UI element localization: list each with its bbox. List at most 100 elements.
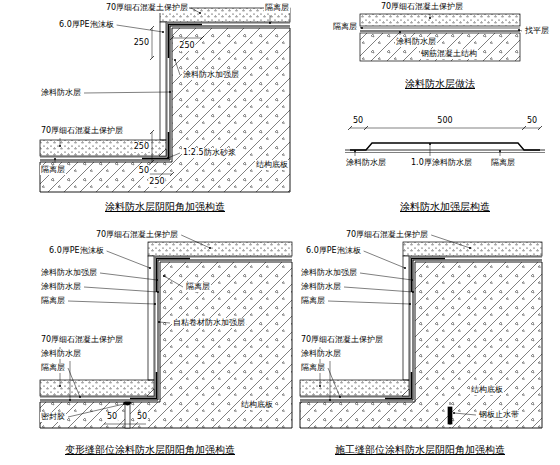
leader-dot xyxy=(404,267,406,269)
dimension-line xyxy=(172,38,202,39)
part-label: 6.0厚PE泡沫板 xyxy=(58,20,115,30)
leader-dot xyxy=(174,59,176,61)
part-label: 隔离层 xyxy=(300,296,326,306)
leader-line xyxy=(328,368,340,397)
leader-line xyxy=(168,153,180,158)
leader-dot xyxy=(156,279,158,281)
leader-line xyxy=(107,251,150,268)
dimension-line xyxy=(350,128,540,129)
dimension-text: 250 xyxy=(148,177,165,187)
part-label: 1:2.5防水砂浆 xyxy=(182,148,237,158)
part-label: 结构底板 xyxy=(255,160,289,170)
dimension-line xyxy=(104,424,146,425)
part-label: 1.0厚涂料防水层 xyxy=(410,158,473,168)
leader-dot xyxy=(453,412,455,414)
dimension-tick xyxy=(200,36,204,40)
leader-dot xyxy=(163,275,165,277)
part-label: 70厚细石混凝土保护层 xyxy=(40,335,124,345)
concrete-structure xyxy=(40,262,292,428)
layer-line xyxy=(40,26,290,160)
part-label: 钢板止水带 xyxy=(478,410,520,420)
leader-dot xyxy=(149,267,151,269)
part-label: 70厚细石混凝土保护层 xyxy=(40,126,124,136)
protective-concrete xyxy=(40,380,154,396)
leader-dot xyxy=(157,291,159,293)
part-label: 70厚细石混凝土保护层 xyxy=(380,2,464,12)
dimension-text: 50 xyxy=(526,116,538,126)
dimension-tick xyxy=(538,126,542,130)
dimension-tick xyxy=(364,126,368,130)
layer-line xyxy=(345,150,545,151)
leader-dot xyxy=(209,247,211,249)
detail-caption: 施工缝部位涂料防水层阴阳角加强构造 xyxy=(334,444,506,456)
leader-dot xyxy=(329,399,331,401)
leader-line xyxy=(100,273,157,280)
part-label: 70厚细石混凝土保护层 xyxy=(95,230,179,240)
dimension-line xyxy=(152,132,153,162)
leader-dot xyxy=(59,145,61,147)
leader-dot xyxy=(339,396,341,398)
dimension-text: 500 xyxy=(436,116,453,126)
leader-dot xyxy=(199,12,201,14)
part-label: 隔离层 xyxy=(40,165,66,175)
leader-dot xyxy=(154,303,156,305)
leader-line xyxy=(55,159,56,163)
part-label: 涂料防水层 xyxy=(345,158,387,168)
detail-caption: 涂料防水层做法 xyxy=(404,78,476,90)
dimension-text: 250 xyxy=(133,38,150,48)
concrete-structure xyxy=(360,33,520,61)
leader-line xyxy=(364,251,405,268)
leader-line xyxy=(355,151,356,156)
reinforcement-layer xyxy=(169,25,203,59)
detail-caption: 涂料防水加强层构造 xyxy=(399,201,491,213)
reinforcement-layer xyxy=(412,259,446,293)
mortar-fillet xyxy=(402,389,409,396)
pe-foam-board xyxy=(403,256,409,380)
dimension-tick xyxy=(150,160,154,164)
dimension-tick xyxy=(150,130,154,134)
leader-line xyxy=(430,144,431,156)
leader-line xyxy=(344,287,413,292)
dimension-text: 50 xyxy=(106,412,118,422)
layer-line xyxy=(300,260,542,400)
protective-concrete xyxy=(360,14,520,26)
leader-line xyxy=(159,322,170,323)
part-label: 涂料防水层 xyxy=(40,88,82,98)
dimension-tick xyxy=(522,126,526,130)
part-label: 涂料防水层 xyxy=(395,37,437,47)
part-label: 密封胶 xyxy=(40,412,66,422)
part-label: 隔离层 xyxy=(40,296,66,306)
leader-line xyxy=(164,276,183,287)
leader-line xyxy=(328,301,410,304)
leader-line xyxy=(68,301,155,304)
part-label: 70厚细石混凝土保护层 xyxy=(300,335,384,345)
part-label: 隔离层 xyxy=(264,3,290,13)
part-label: 涂料防水加强层 xyxy=(182,70,240,80)
mortar-fillet xyxy=(147,389,154,396)
layer-line xyxy=(360,28,520,29)
protective-concrete xyxy=(148,242,292,256)
protective-concrete xyxy=(300,380,409,396)
layer-line xyxy=(40,260,292,400)
protective-concrete xyxy=(40,140,166,156)
protective-concrete xyxy=(403,242,542,256)
dimension-text: 50 xyxy=(352,116,364,126)
part-label: 涂料防水层 xyxy=(40,282,82,292)
reinforcement-layer xyxy=(385,372,412,399)
dimension-text: 250 xyxy=(178,41,195,51)
leader-dot xyxy=(429,17,431,19)
part-label: 6.0厚PE泡沫板 xyxy=(48,246,105,256)
layer-line xyxy=(40,257,292,397)
steel-waterstop xyxy=(448,407,452,424)
leader-dot xyxy=(409,303,411,305)
detail-caption: 变形缝部位涂料防水层阴阳角加强构造 xyxy=(64,444,236,456)
part-label: 结构底板 xyxy=(240,400,274,410)
leader-lines xyxy=(54,8,522,417)
leader-dot xyxy=(123,403,125,405)
dimension-tick xyxy=(150,26,154,30)
leader-line xyxy=(117,25,163,32)
leader-dot xyxy=(158,321,160,323)
part-label: 涂料防水层 xyxy=(300,282,342,292)
leader-dot xyxy=(411,279,413,281)
